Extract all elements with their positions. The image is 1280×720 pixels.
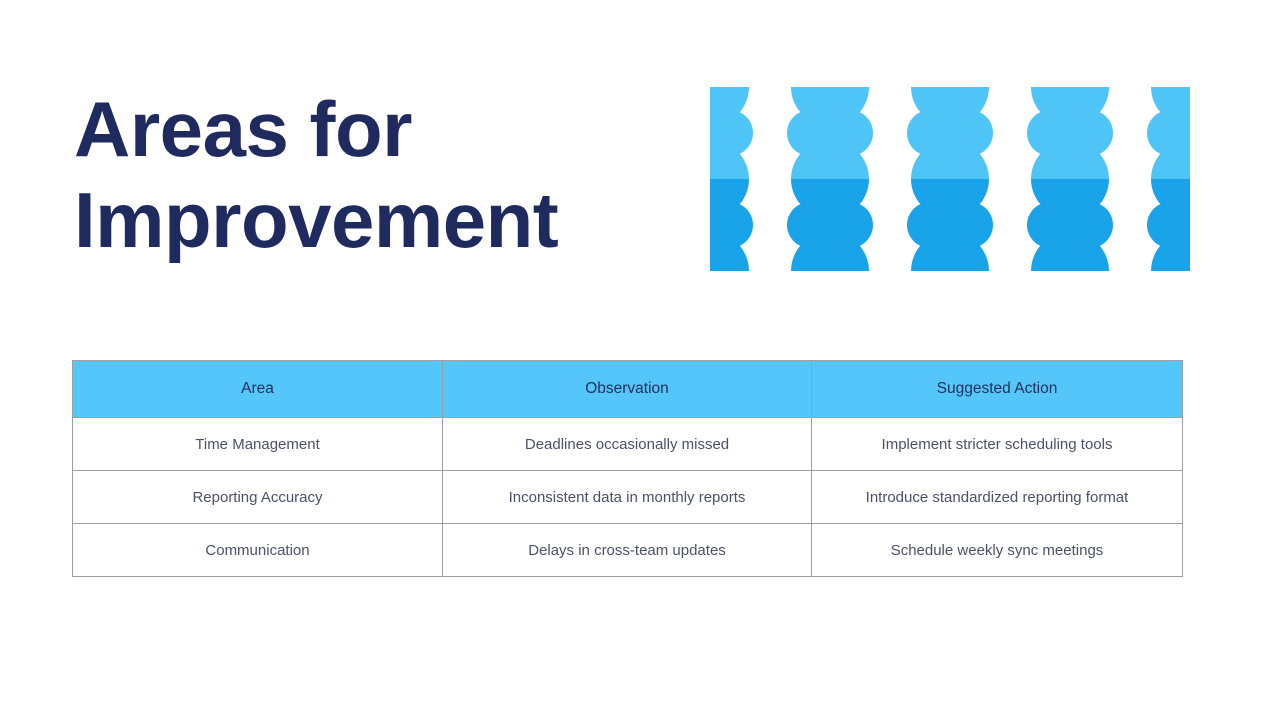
pattern-tile — [830, 87, 950, 179]
bowtie-bar-icon — [1050, 113, 1070, 153]
bowtie-bar-icon — [710, 113, 730, 153]
bowtie-half-disc-icon — [907, 202, 930, 248]
bowtie-half-disc-icon — [730, 202, 753, 248]
bowtie-bar-icon — [930, 205, 950, 245]
bowtie-half-disc-icon — [907, 110, 930, 156]
cell-area: Time Management — [72, 417, 443, 471]
bowtie-bar-icon — [830, 205, 850, 245]
bowtie-bar-icon — [810, 205, 830, 245]
pattern-tile — [830, 179, 950, 271]
bowtie-bar-icon — [1170, 113, 1190, 153]
table-row: Time Management Deadlines occasionally m… — [72, 417, 1183, 471]
table-row: Communication Delays in cross-team updat… — [72, 523, 1183, 577]
pattern-tile — [1070, 179, 1190, 271]
bowtie-half-disc-icon — [1027, 110, 1050, 156]
page-title: Areas for Improvement — [74, 85, 559, 265]
column-header-action: Suggested Action — [811, 360, 1183, 418]
cell-observation: Inconsistent data in monthly reports — [442, 470, 812, 524]
bowtie-half-disc-icon — [1090, 110, 1113, 156]
bowtie-bar-icon — [810, 113, 830, 153]
bowtie-bar-icon — [1170, 205, 1190, 245]
table-row: Reporting Accuracy Inconsistent data in … — [72, 470, 1183, 524]
pattern-tile — [950, 87, 1070, 179]
bowtie-bar-icon — [1070, 205, 1090, 245]
pattern-tile — [710, 87, 830, 179]
bowtie-bar-icon — [950, 205, 970, 245]
bowtie-half-disc-icon — [730, 110, 753, 156]
pattern-tile — [950, 179, 1070, 271]
cell-area: Reporting Accuracy — [72, 470, 443, 524]
bowtie-half-disc-icon — [1090, 202, 1113, 248]
geometric-dot-pattern — [710, 87, 1190, 271]
bowtie-half-disc-icon — [787, 202, 810, 248]
bowtie-bar-icon — [930, 113, 950, 153]
bowtie-half-disc-icon — [970, 110, 993, 156]
cell-observation: Deadlines occasionally missed — [442, 417, 812, 471]
cell-area: Communication — [72, 523, 443, 577]
bowtie-bar-icon — [830, 113, 850, 153]
bowtie-half-disc-icon — [1147, 202, 1170, 248]
column-header-observation: Observation — [442, 360, 812, 418]
cell-action: Implement stricter scheduling tools — [811, 417, 1183, 471]
bowtie-half-disc-icon — [1147, 110, 1170, 156]
bowtie-bar-icon — [1070, 113, 1090, 153]
bowtie-half-disc-icon — [1027, 202, 1050, 248]
bowtie-half-disc-icon — [850, 202, 873, 248]
cell-observation: Delays in cross-team updates — [442, 523, 812, 577]
bowtie-bar-icon — [1050, 205, 1070, 245]
cell-action: Introduce standardized reporting format — [811, 470, 1183, 524]
improvement-areas-table: Area Observation Suggested Action Time M… — [72, 360, 1183, 577]
column-header-area: Area — [72, 360, 443, 418]
bowtie-bar-icon — [710, 205, 730, 245]
bowtie-bar-icon — [950, 113, 970, 153]
bowtie-half-disc-icon — [787, 110, 810, 156]
bowtie-half-disc-icon — [970, 202, 993, 248]
cell-action: Schedule weekly sync meetings — [811, 523, 1183, 577]
bowtie-half-disc-icon — [850, 110, 873, 156]
table-header-row: Area Observation Suggested Action — [72, 360, 1183, 418]
pattern-tile — [1070, 87, 1190, 179]
pattern-tile — [710, 179, 830, 271]
